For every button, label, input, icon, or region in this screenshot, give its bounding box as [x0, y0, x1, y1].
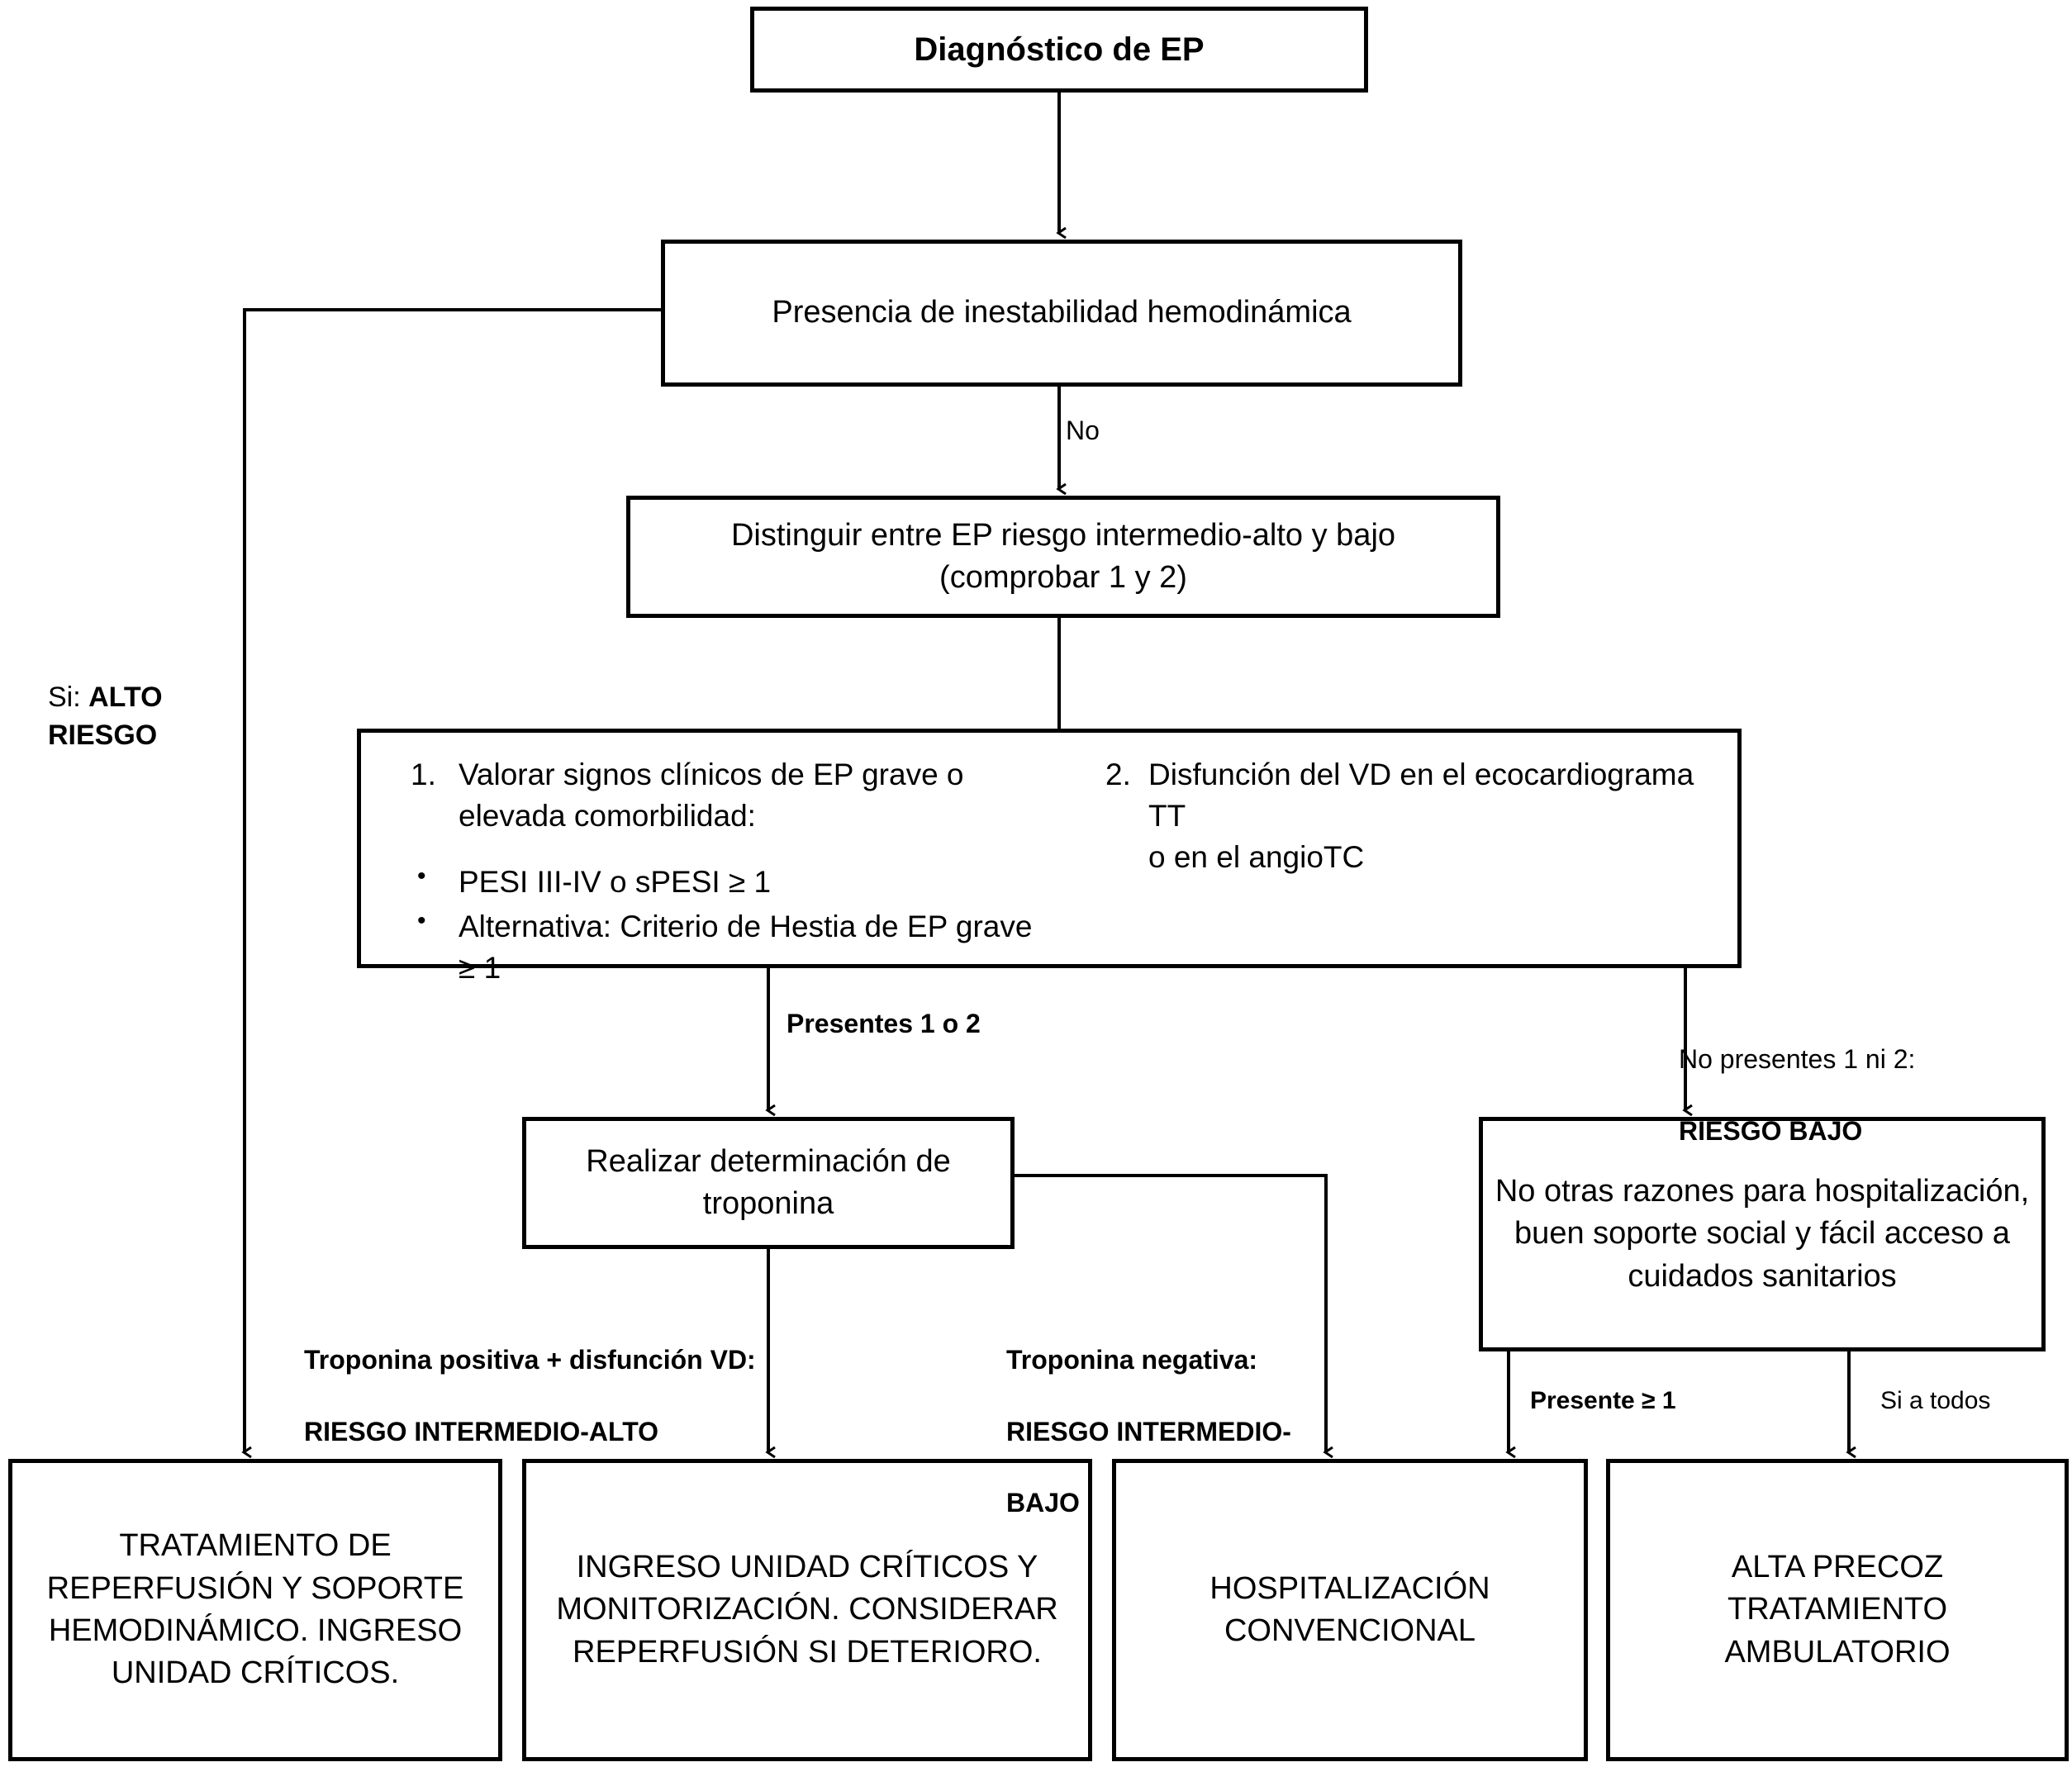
edge-label-riesgo-intermedio-bajo-line2: BAJO	[1006, 1487, 1080, 1518]
edge-label-riesgo-intermedio-bajo-line1: RIESGO INTERMEDIO-	[1006, 1416, 1291, 1446]
node-troponina-line1: Realizar determinación de	[586, 1143, 951, 1179]
bullet-icon: •	[417, 862, 426, 890]
node-troponina-text: Realizar determinación de troponina	[526, 1141, 1010, 1226]
edge-label-no-presentes-prefix: No presentes 1 ni 2:	[1679, 1044, 1916, 1075]
node-out2-text: INGRESO UNIDAD CRÍTICOS Y MONITORIZACIÓN…	[526, 1546, 1088, 1674]
edge-label-riesgo-bajo: RIESGO BAJO	[1679, 1115, 1863, 1146]
node-out1-line1: TRATAMIENTO DE	[119, 1528, 392, 1564]
node-out1-text: TRATAMIENTO DE REPERFUSIÓN Y SOPORTE HEM…	[12, 1525, 498, 1694]
node-bajoriesgo-line3: cuidados sanitarios	[1628, 1258, 1897, 1294]
criterio-1-line1: Valorar signos clínicos de EP grave o	[459, 758, 964, 791]
edge-label-riesgo-intermedio-alto: RIESGO INTERMEDIO-ALTO	[304, 1416, 659, 1446]
edge-label-presente-mayor-igual-1: Presente ≥ 1	[1530, 1387, 1676, 1414]
node-out1-line4: UNIDAD CRÍTICOS.	[111, 1655, 400, 1691]
node-bajoriesgo-text: No otras razones para hospitalización, b…	[1483, 1171, 2041, 1298]
node-diagnostico-de-ep: Diagnóstico de EP	[750, 7, 1368, 93]
node-troponina-line2: troponina	[702, 1186, 834, 1221]
node-outcome-ingreso-unidad-criticos: INGRESO UNIDAD CRÍTICOS Y MONITORIZACIÓN…	[522, 1459, 1092, 1761]
criterio-2-line2: o en el angioTC	[1148, 839, 1365, 874]
node-out4-text: ALTA PRECOZ TRATAMIENTO AMBULATORIO	[1610, 1546, 2065, 1674]
node-out3-text: HOSPITALIZACIÓN CONVENCIONAL	[1116, 1568, 1584, 1653]
node-out4-line3: AMBULATORIO	[1724, 1634, 1951, 1670]
node-presencia-inestabilidad-hemodinamica: Presencia de inestabilidad hemodinámica	[661, 240, 1462, 387]
node-out1-line2: REPERFUSIÓN Y SOPORTE	[46, 1570, 464, 1606]
node-realizar-determinacion-troponina: Realizar determinación de troponina	[522, 1117, 1015, 1249]
node-distinguir-line1: Distinguir entre EP riesgo intermedio-al…	[730, 517, 1396, 553]
criterio-1: 1. Valorar signos clínicos de EP grave o…	[411, 754, 1049, 837]
node-criterios-evaluacion: 1. Valorar signos clínicos de EP grave o…	[357, 729, 1742, 985]
edge-label-presentes-1-o-2: Presentes 1 o 2	[787, 1009, 981, 1038]
criterio-1-bullet-2-line2: ≥ 1	[459, 950, 501, 985]
edge-label-si-prefix: Si:	[48, 681, 89, 713]
node-outcome-tratamiento-reperfusion: TRATAMIENTO DE REPERFUSIÓN Y SOPORTE HEM…	[8, 1459, 502, 1761]
edge-label-troponina-negativa: Troponina negativa: RIESGO INTERMEDIO- B…	[1006, 1307, 1291, 1521]
node-out4-line1: ALTA PRECOZ	[1731, 1550, 1944, 1585]
node-bajoriesgo-line2: buen soporte social y fácil acceso a	[1514, 1216, 2010, 1252]
node-outcome-alta-precoz-ambulatorio: ALTA PRECOZ TRATAMIENTO AMBULATORIO	[1606, 1459, 2069, 1761]
criterios-columna-2: 2. Disfunción del VD en el ecocardiogram…	[1049, 754, 1719, 989]
node-out2-line2: MONITORIZACIÓN. CONSIDERAR	[556, 1592, 1058, 1627]
node-criterios-alta-domiciliaria: No otras razones para hospitalización, b…	[1479, 1117, 2046, 1351]
node-distinguir-line2: (comprobar 1 y 2)	[939, 560, 1187, 595]
criterio-1-marker: 1.	[411, 758, 436, 791]
node-distinguir-riesgo: Distinguir entre EP riesgo intermedio-al…	[626, 496, 1500, 618]
node-out2-line3: REPERFUSIÓN SI DETERIORO.	[573, 1634, 1042, 1670]
node-out1-line3: HEMODINÁMICO. INGRESO	[48, 1613, 463, 1648]
criterio-1-bullet-2-line1: Alternativa: Criterio de Hestia de EP gr…	[459, 909, 1033, 943]
edge-label-no: No	[1066, 416, 1100, 445]
node-bajoriesgo-line1: No otras razones para hospitalización,	[1495, 1174, 2030, 1209]
node-distinguir-text: Distinguir entre EP riesgo intermedio-al…	[630, 515, 1496, 600]
edge-label-si-alto-riesgo: Si: ALTO RIESGO	[48, 641, 163, 755]
node-out3-line2: CONVENCIONAL	[1224, 1613, 1476, 1648]
criterio-2-line1: Disfunción del VD en el ecocardiograma T…	[1148, 758, 1694, 833]
node-outcome-hospitalizacion-convencional: HOSPITALIZACIÓN CONVENCIONAL	[1112, 1459, 1588, 1761]
criterio-1-bullet-1-text: PESI III-IV o sPESI ≥ 1	[459, 864, 772, 899]
criterio-1-bullet-2: • Alternativa: Criterio de Hestia de EP …	[411, 906, 1049, 989]
criterios-columna-1: 1. Valorar signos clínicos de EP grave o…	[379, 754, 1049, 989]
criterio-2-marker: 2.	[1105, 758, 1131, 791]
edge-label-no-presentes-riesgo-bajo: No presentes 1 ni 2: RIESGO BAJO	[1679, 1006, 1915, 1149]
edge-label-si-a-todos: Si a todos	[1880, 1387, 1991, 1414]
node-out4-line2: TRATAMIENTO	[1727, 1592, 1947, 1627]
edge-label-troponina-positiva: Troponina positiva + disfunción VD: RIES…	[304, 1307, 756, 1450]
node-out3-line1: HOSPITALIZACIÓN	[1209, 1570, 1490, 1606]
criterios-columns: 1. Valorar signos clínicos de EP grave o…	[361, 754, 1737, 989]
edge-label-troponina-positiva-line1: Troponina positiva + disfunción VD:	[304, 1345, 756, 1375]
criterio-1-bullet-1: • PESI III-IV o sPESI ≥ 1	[411, 862, 1049, 903]
bullet-icon: •	[417, 906, 426, 934]
node-out2-line1: INGRESO UNIDAD CRÍTICOS Y	[576, 1550, 1038, 1585]
criterio-1-line2: elevada comorbilidad:	[459, 798, 756, 833]
node-diagnostico-label: Diagnóstico de EP	[914, 31, 1205, 68]
criterio-2: 2. Disfunción del VD en el ecocardiogram…	[1100, 754, 1719, 878]
node-inestabilidad-label: Presencia de inestabilidad hemodinámica	[772, 295, 1352, 330]
edge-label-troponina-negativa-line1: Troponina negativa:	[1006, 1345, 1258, 1375]
edge-label-alto-riesgo: ALTO RIESGO	[48, 681, 163, 751]
